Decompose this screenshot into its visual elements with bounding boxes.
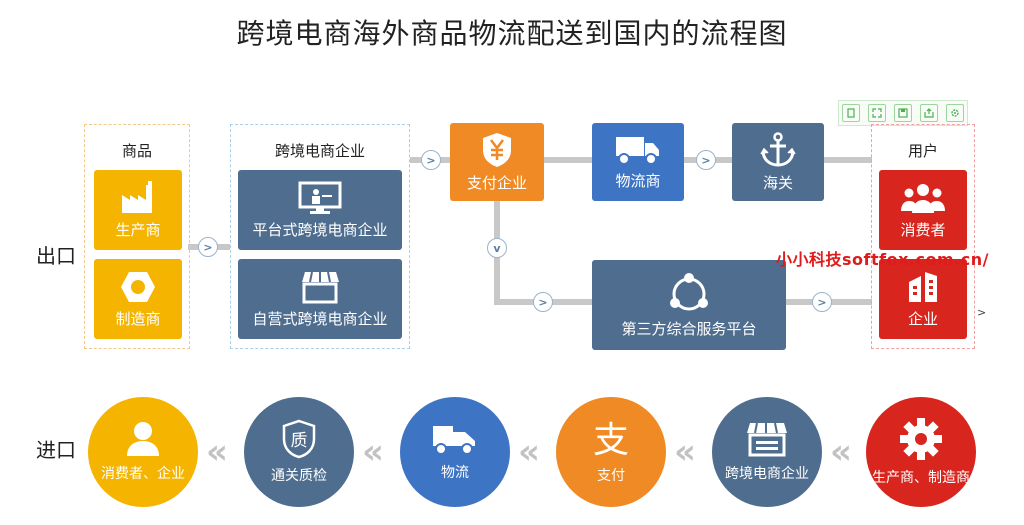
save-icon[interactable] [894, 104, 912, 122]
arrow-right-icon: > [421, 150, 441, 170]
logistics-box[interactable]: 物流商 [592, 123, 684, 201]
copy-icon[interactable] [842, 104, 860, 122]
monitor-icon [298, 181, 342, 214]
goods-group [84, 124, 190, 349]
connector [824, 157, 872, 163]
enterprise-group [230, 124, 410, 349]
third-party-platform-label: 第三方综合服务平台 [621, 319, 757, 338]
consumer-label: 消费者 [900, 220, 946, 239]
connector [544, 157, 592, 163]
anchor-icon [760, 131, 796, 167]
logistics-label: 物流商 [615, 171, 661, 190]
building-icon [909, 271, 937, 302]
import-logistics-label: 物流 [441, 465, 469, 481]
producer-label: 生产商 [115, 220, 161, 239]
selfrun-enterprise-label: 自营式跨境电商企业 [252, 309, 388, 328]
import-payment-circle[interactable]: 支 支付 [556, 397, 666, 507]
import-logistics-circle[interactable]: 物流 [400, 397, 510, 507]
yen-shield-icon [483, 132, 511, 167]
enterprise-group-label: 跨境电商企业 [274, 142, 365, 160]
nut-icon [121, 271, 155, 302]
watermark-text: 小小科技softfox.com.cn/ [776, 250, 989, 269]
chevron-left-icon: « [674, 432, 696, 472]
arrow-right-icon: > [198, 237, 218, 257]
import-label: 进口 [36, 438, 76, 462]
cycle-icon [670, 272, 708, 310]
store-icon [300, 271, 339, 303]
platform-enterprise-box[interactable]: 平台式跨境电商企业 [238, 170, 402, 250]
truck-icon [433, 426, 475, 455]
alipay-icon: 支 [593, 420, 629, 459]
company-label: 企业 [907, 309, 938, 328]
quality-shield-icon: 质 [282, 419, 316, 459]
arrow-right-icon: > [696, 150, 716, 170]
toolbar [838, 100, 968, 126]
share-icon[interactable] [920, 104, 938, 122]
customs-label: 海关 [762, 173, 793, 192]
page-title: 跨境电商海外商品物流配送到国内的流程图 [236, 17, 788, 50]
person-icon [127, 422, 159, 456]
payment-enterprise-box[interactable]: 支付企业 [450, 123, 544, 201]
payment-enterprise-label: 支付企业 [466, 173, 527, 192]
import-consumer-company-circle[interactable]: 消费者、企业 [88, 397, 198, 507]
arrow-down-icon: v [487, 238, 507, 258]
import-inspection-circle[interactable]: 质 通关质检 [244, 397, 354, 507]
store-icon [747, 422, 787, 457]
import-ecommerce-label: 跨境电商企业 [725, 466, 809, 482]
import-ecommerce-circle[interactable]: 跨境电商企业 [712, 397, 822, 507]
settings-icon[interactable] [946, 104, 964, 122]
chevron-left-icon: « [206, 432, 228, 472]
consumer-box[interactable]: 消费者 [879, 170, 967, 250]
user-group-label: 用户 [907, 142, 938, 160]
gear-icon [900, 418, 942, 460]
user-group [871, 124, 975, 349]
company-box[interactable]: 企业 [879, 259, 967, 339]
import-producer-circle[interactable]: 生产商、制造商 [866, 397, 976, 507]
import-producer-label: 生产商、制造商 [872, 470, 970, 486]
customs-box[interactable]: 海关 [732, 123, 824, 201]
producer-box[interactable]: 生产商 [94, 170, 182, 250]
import-payment-label: 支付 [597, 468, 625, 484]
alipay-char: 支 [593, 420, 629, 459]
more-arrow-icon: > [977, 306, 987, 319]
goods-group-label: 商品 [121, 142, 152, 160]
manufacturer-label: 制造商 [115, 309, 161, 328]
factory-icon [122, 180, 152, 213]
third-party-platform-box[interactable]: 第三方综合服务平台 [592, 260, 786, 350]
platform-enterprise-label: 平台式跨境电商企业 [252, 220, 388, 239]
truck-icon [616, 136, 659, 165]
manufacturer-box[interactable]: 制造商 [94, 259, 182, 339]
fullscreen-icon[interactable] [868, 104, 886, 122]
chevron-left-icon: « [518, 432, 540, 472]
import-inspection-label: 通关质检 [271, 468, 327, 484]
export-label: 出口 [36, 244, 76, 268]
arrow-right-icon: > [812, 292, 832, 312]
quality-char: 质 [291, 431, 308, 451]
chevron-left-icon: « [362, 432, 384, 472]
import-consumer-company-label: 消费者、企业 [101, 466, 185, 482]
selfrun-enterprise-box[interactable]: 自营式跨境电商企业 [238, 259, 402, 339]
chevron-left-icon: « [830, 432, 852, 472]
arrow-right-icon: > [533, 292, 553, 312]
users-icon [901, 183, 945, 213]
